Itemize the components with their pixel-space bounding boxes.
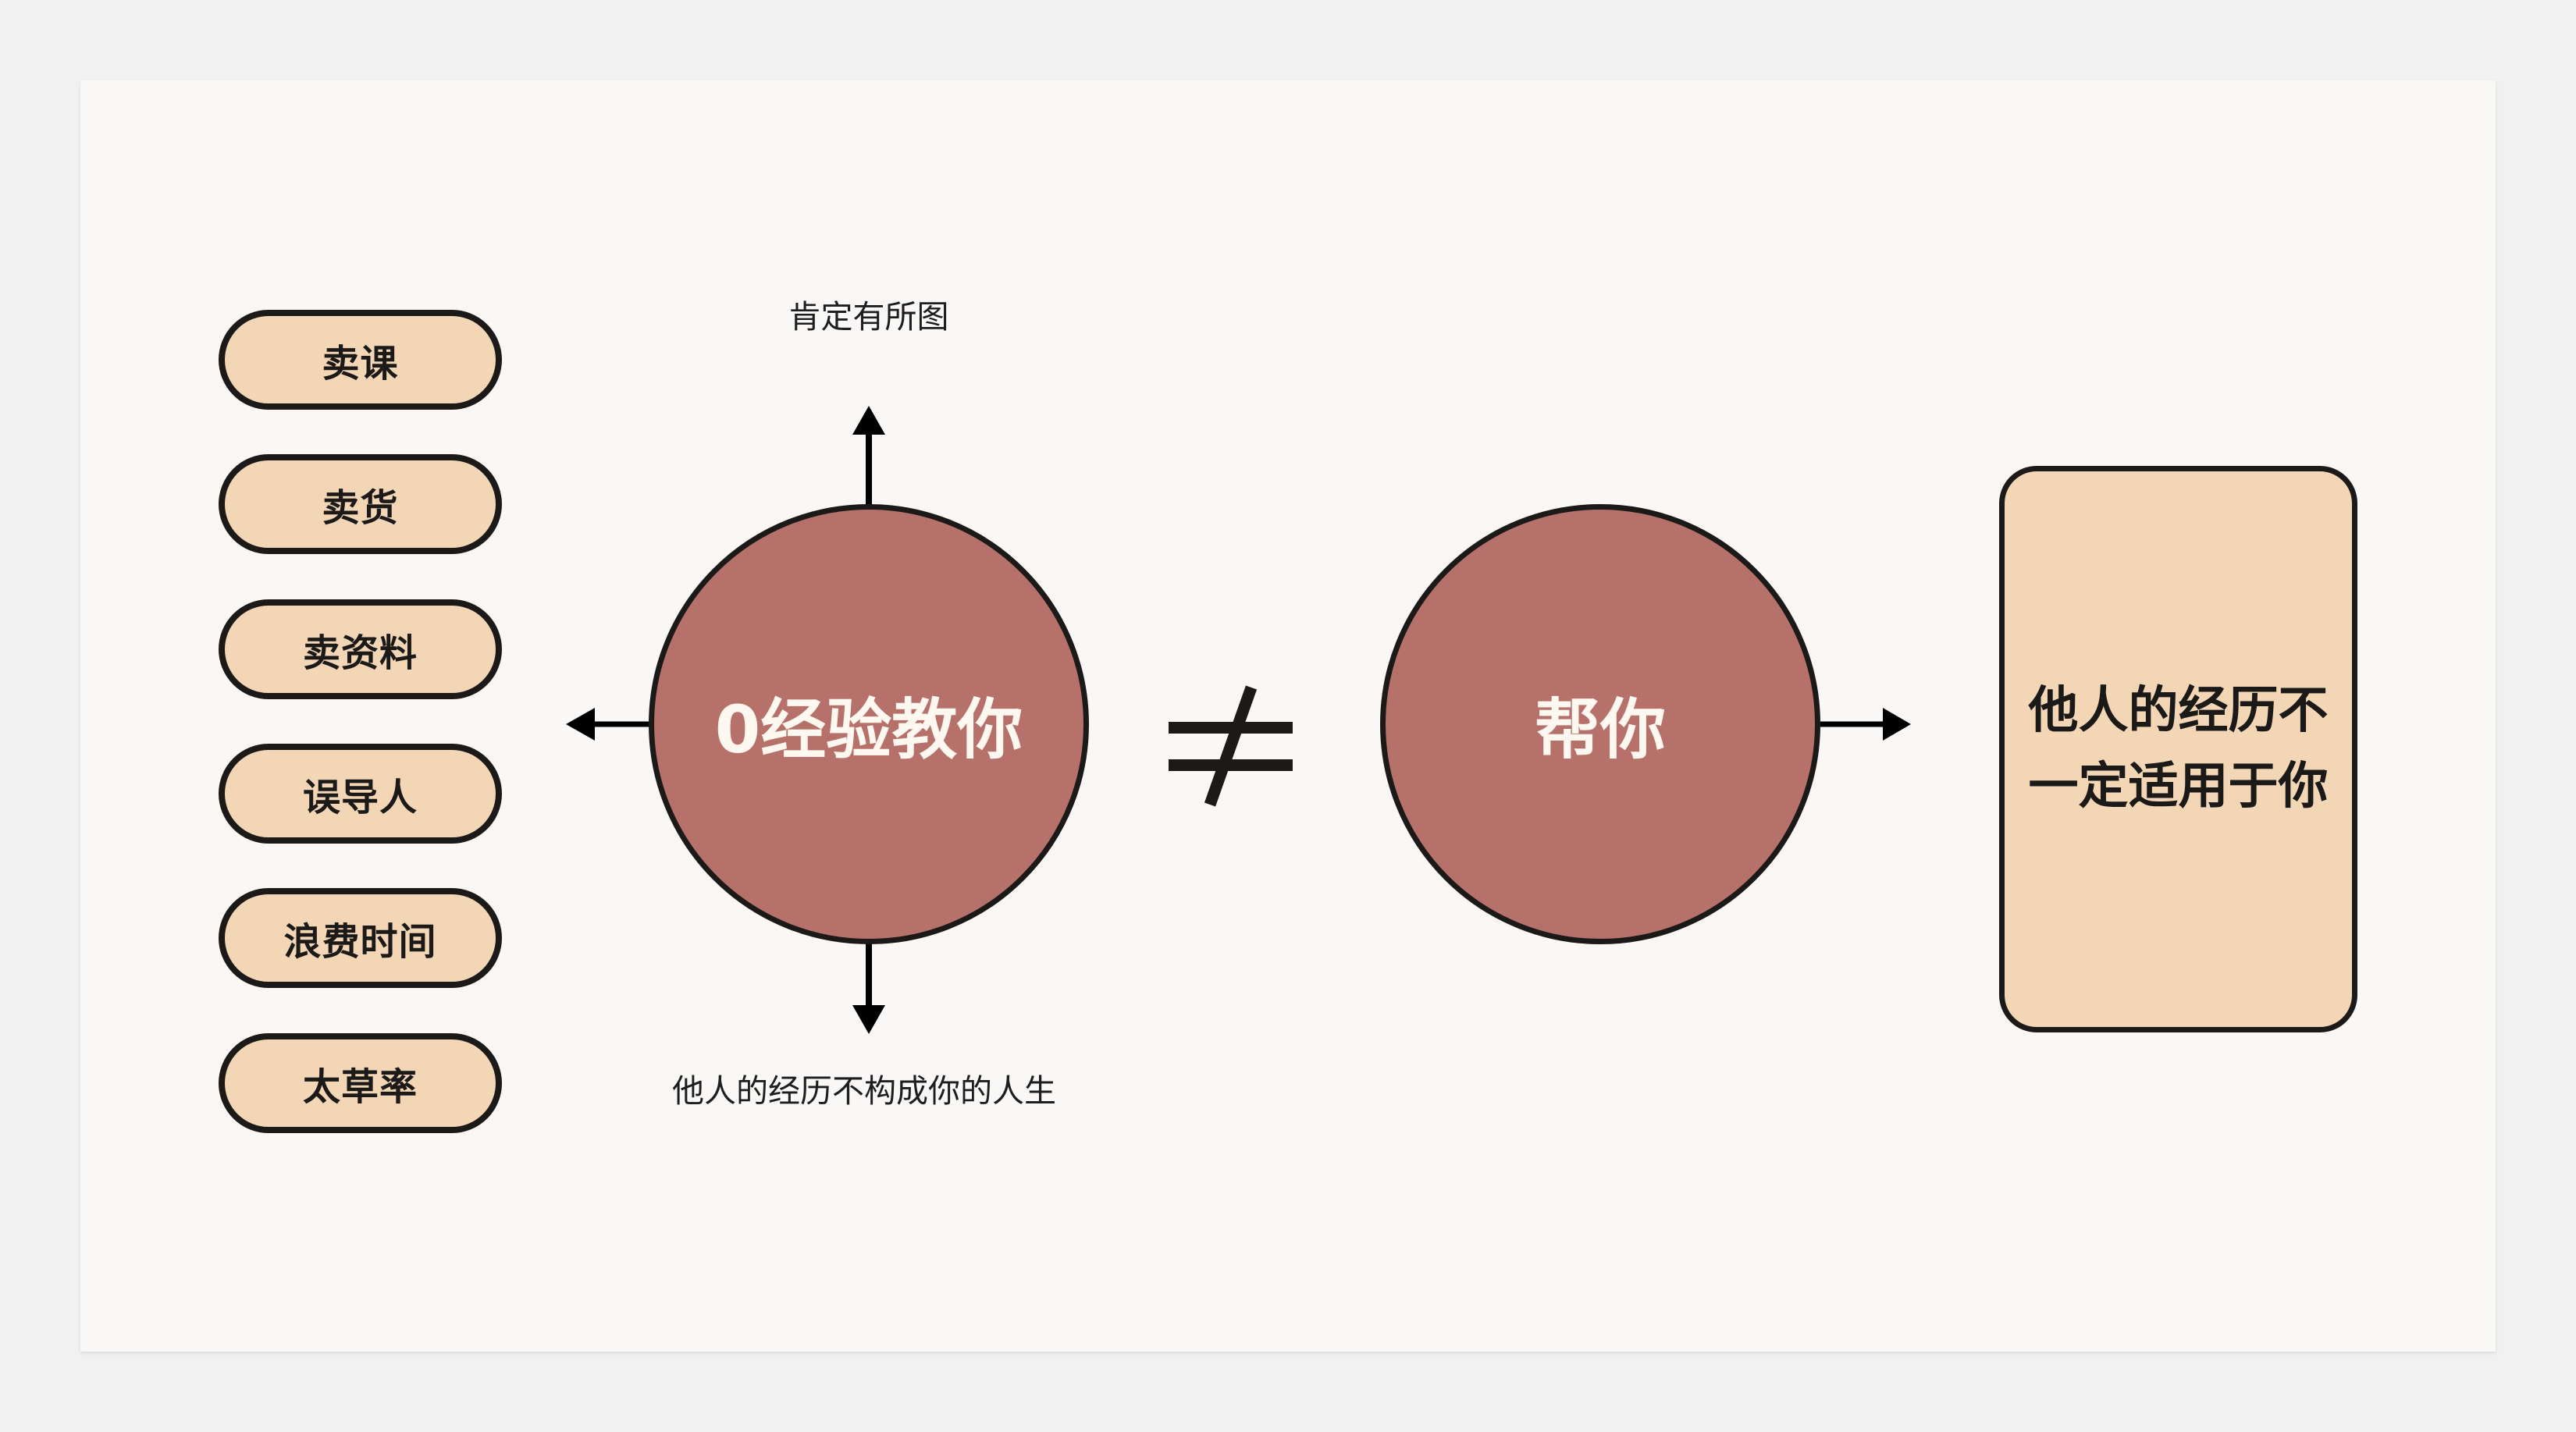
arrow-down-icon bbox=[852, 943, 885, 1034]
pill-too-hasty[interactable]: 太草率 bbox=[219, 1033, 502, 1133]
top-label: 肯定有所图 bbox=[788, 298, 949, 336]
pill-label: 浪费时间 bbox=[283, 920, 437, 964]
arrow-right-icon bbox=[1820, 708, 1911, 741]
pill-sell-materials[interactable]: 卖资料 bbox=[219, 599, 502, 699]
bottom-label: 他人的经历不构成你的人生 bbox=[672, 1072, 1056, 1110]
pill-label: 卖课 bbox=[322, 342, 399, 386]
outcome-line-2: 一定适用于你 bbox=[2028, 758, 2329, 815]
pill-label: 卖资料 bbox=[302, 631, 418, 675]
pill-sell-goods[interactable]: 卖货 bbox=[219, 454, 502, 554]
pill-label: 误导人 bbox=[302, 776, 418, 819]
not-equal-icon bbox=[1169, 685, 1293, 807]
outcome-line-1: 他人的经历不 bbox=[2028, 682, 2329, 740]
circle-label: 帮你 bbox=[1534, 691, 1666, 768]
zero-experience-circle[interactable]: 0经验教你 bbox=[649, 504, 1089, 944]
pill-sell-courses[interactable]: 卖课 bbox=[219, 310, 502, 410]
pill-waste-time[interactable]: 浪费时间 bbox=[219, 888, 502, 988]
help-you-circle[interactable]: 帮你 bbox=[1380, 504, 1820, 944]
circle-label: 0经验教你 bbox=[714, 691, 1023, 768]
outcome-box[interactable]: 他人的经历不 一定适用于你 bbox=[1999, 466, 2357, 1032]
pill-label: 卖货 bbox=[322, 486, 399, 530]
arrow-left-icon bbox=[566, 708, 649, 741]
arrow-up-icon bbox=[852, 406, 885, 505]
pill-label: 太草率 bbox=[302, 1065, 418, 1109]
pill-mislead-people[interactable]: 误导人 bbox=[219, 744, 502, 844]
